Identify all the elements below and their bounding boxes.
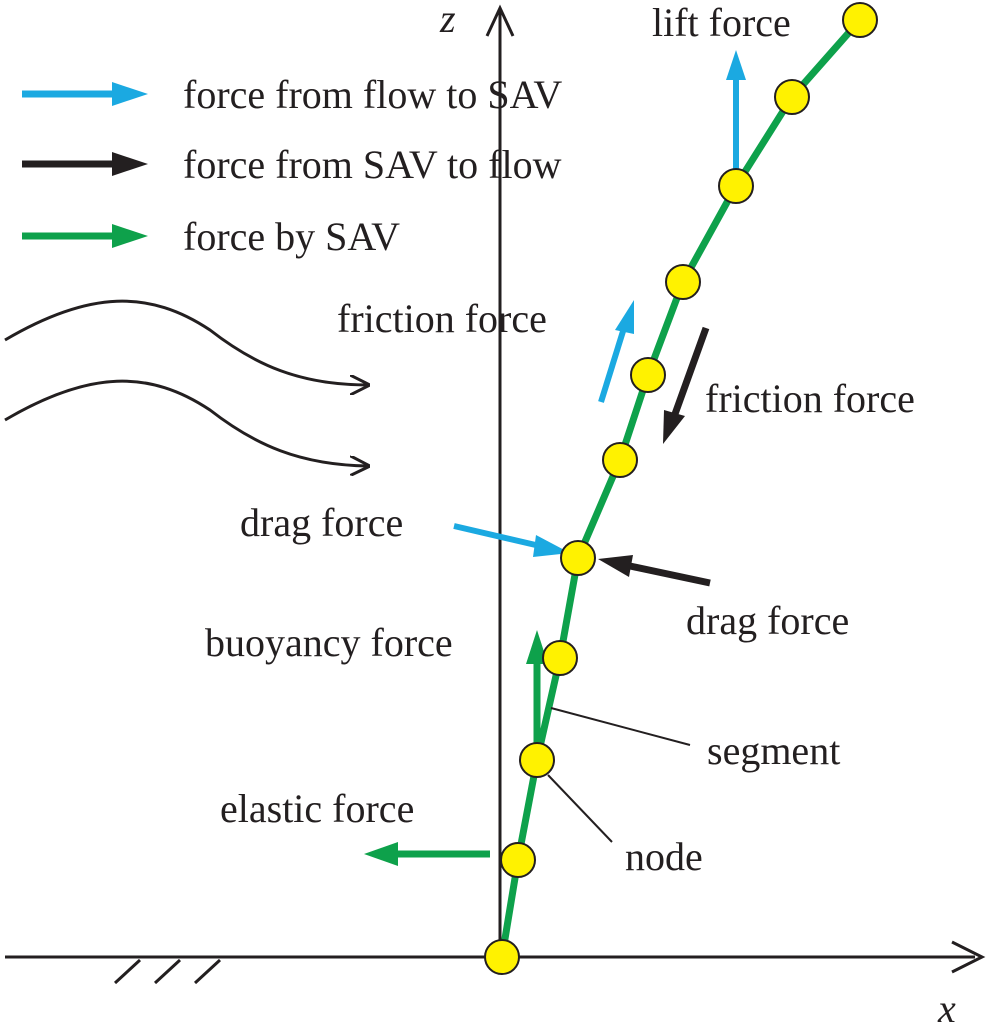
legend-arrow-head	[112, 82, 148, 106]
arrow-head	[533, 535, 570, 557]
node	[484, 939, 520, 975]
sav-nodes	[484, 2, 878, 975]
arrow-head	[663, 410, 685, 444]
segment-label: segment	[707, 728, 840, 773]
flow-line-lower	[4, 379, 368, 466]
legend-label: force by SAV	[183, 214, 400, 259]
node	[630, 357, 666, 393]
node	[665, 264, 701, 300]
friction-force-label-right: friction force	[705, 376, 915, 421]
z-axis-label: z	[439, 0, 456, 41]
legend-item-flow-to-sav: force from flow to SAV	[22, 72, 562, 117]
lift-force-arrow	[726, 50, 746, 186]
drag-force-sav-arrow	[598, 555, 711, 587]
node	[519, 742, 555, 778]
node	[842, 2, 878, 38]
node	[774, 79, 810, 115]
x-axis-label: x	[937, 986, 956, 1028]
node	[718, 168, 754, 204]
ground-hatch	[113, 958, 142, 985]
flow-line-upper	[4, 299, 368, 385]
flow-lines	[4, 299, 368, 466]
segment-leader-line	[550, 707, 691, 746]
legend-label: force from flow to SAV	[183, 72, 562, 117]
node	[542, 640, 578, 676]
elastic-force-label: elastic force	[220, 786, 414, 831]
legend: force from flow to SAV force from SAV to…	[22, 72, 562, 259]
friction-force-flow-arrow	[598, 300, 634, 403]
node	[560, 540, 596, 576]
z-axis	[485, 4, 515, 957]
arrow-shaft	[598, 327, 627, 403]
node	[602, 442, 638, 478]
ground-hatch	[193, 958, 222, 985]
legend-arrow-head	[112, 152, 148, 176]
arrow-shaft	[671, 326, 710, 416]
arrow-head	[615, 300, 634, 334]
node-leader-line	[547, 774, 613, 843]
drag-force-flow-arrow	[453, 523, 570, 557]
arrow-head	[364, 842, 398, 866]
arrow-head	[598, 555, 633, 577]
legend-item-sav-to-flow: force from SAV to flow	[22, 142, 562, 187]
friction-force-label-left: friction force	[337, 296, 547, 341]
buoyancy-force-label: buoyancy force	[205, 620, 453, 665]
arrow-shaft	[453, 523, 541, 549]
arrow-shaft	[629, 562, 711, 587]
elastic-force-arrow	[364, 842, 490, 866]
z-axis-arrowhead	[485, 4, 515, 37]
x-axis-arrowhead	[951, 940, 986, 974]
legend-arrow-head	[112, 224, 148, 248]
drag-force-label-left: drag force	[240, 500, 403, 545]
legend-label: force from SAV to flow	[183, 142, 562, 187]
node	[500, 842, 536, 878]
friction-force-sav-arrow	[663, 326, 710, 444]
drag-force-label-right: drag force	[686, 598, 849, 643]
ground-hatch	[153, 958, 182, 985]
node-label: node	[625, 834, 703, 879]
lift-force-label: lift force	[652, 0, 791, 45]
arrow-head	[726, 50, 746, 80]
legend-item-by-sav: force by SAV	[22, 214, 400, 259]
